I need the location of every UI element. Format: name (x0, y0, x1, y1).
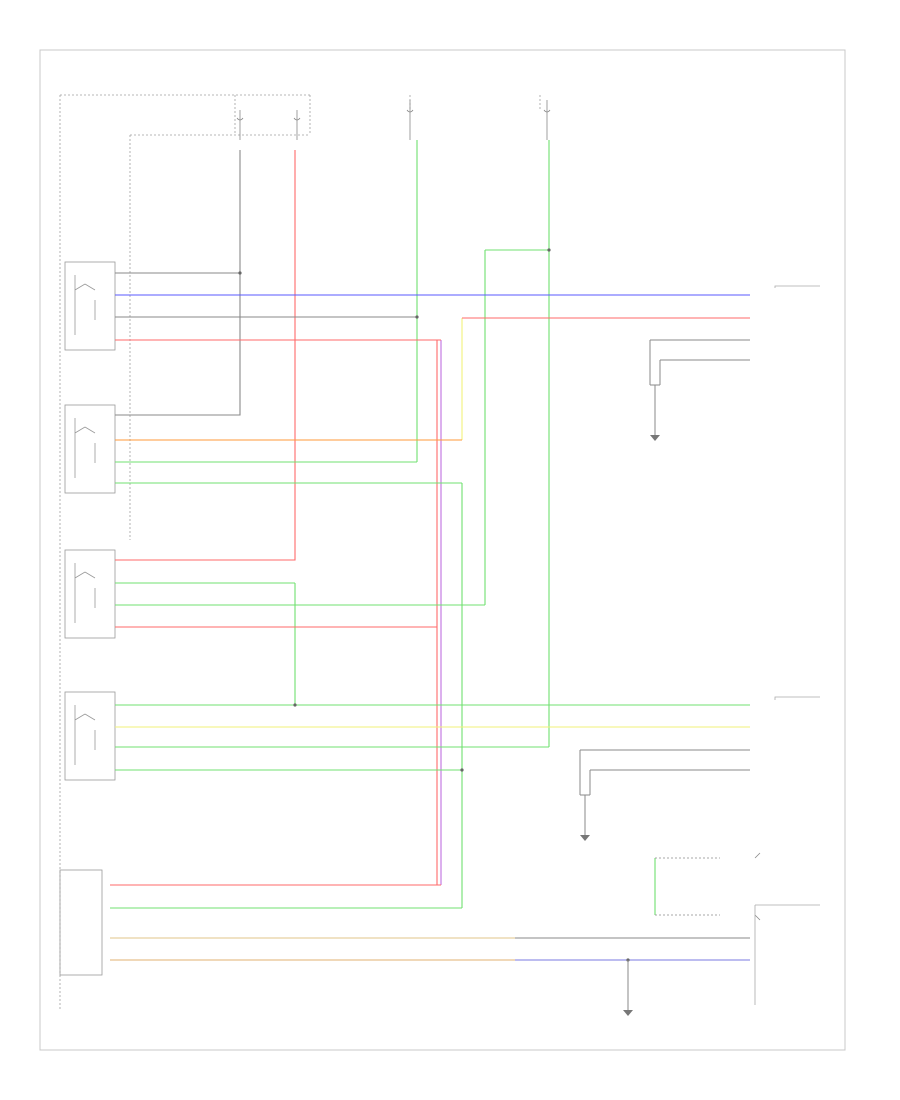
relay-4 (64, 691, 116, 781)
relay-2 (64, 404, 116, 494)
sensor-upper (649, 285, 820, 410)
power-bus-outline (59, 94, 541, 1010)
fuse-2 (293, 110, 301, 140)
ecm (59, 869, 103, 976)
vertical-wires (136, 140, 550, 908)
diagram-frame (39, 49, 846, 1051)
splice-dots (238, 248, 630, 962)
sensor-lower (579, 696, 820, 820)
ground-right (580, 820, 590, 841)
fuse-1 (236, 110, 244, 140)
horizontal-wires (110, 272, 750, 961)
ground-bottom (623, 960, 633, 1016)
fuse-block (236, 100, 551, 140)
ground-left (650, 410, 660, 441)
hot-at-left (406, 100, 414, 140)
wire-vert-red-fuse (136, 150, 296, 561)
relay-3 (64, 549, 116, 639)
hot-at-right (543, 100, 551, 140)
wire-vert-gray-left (136, 150, 241, 416)
bottom-right-module (754, 904, 820, 1005)
pressure-switch (654, 852, 761, 921)
relay-1 (64, 261, 116, 351)
